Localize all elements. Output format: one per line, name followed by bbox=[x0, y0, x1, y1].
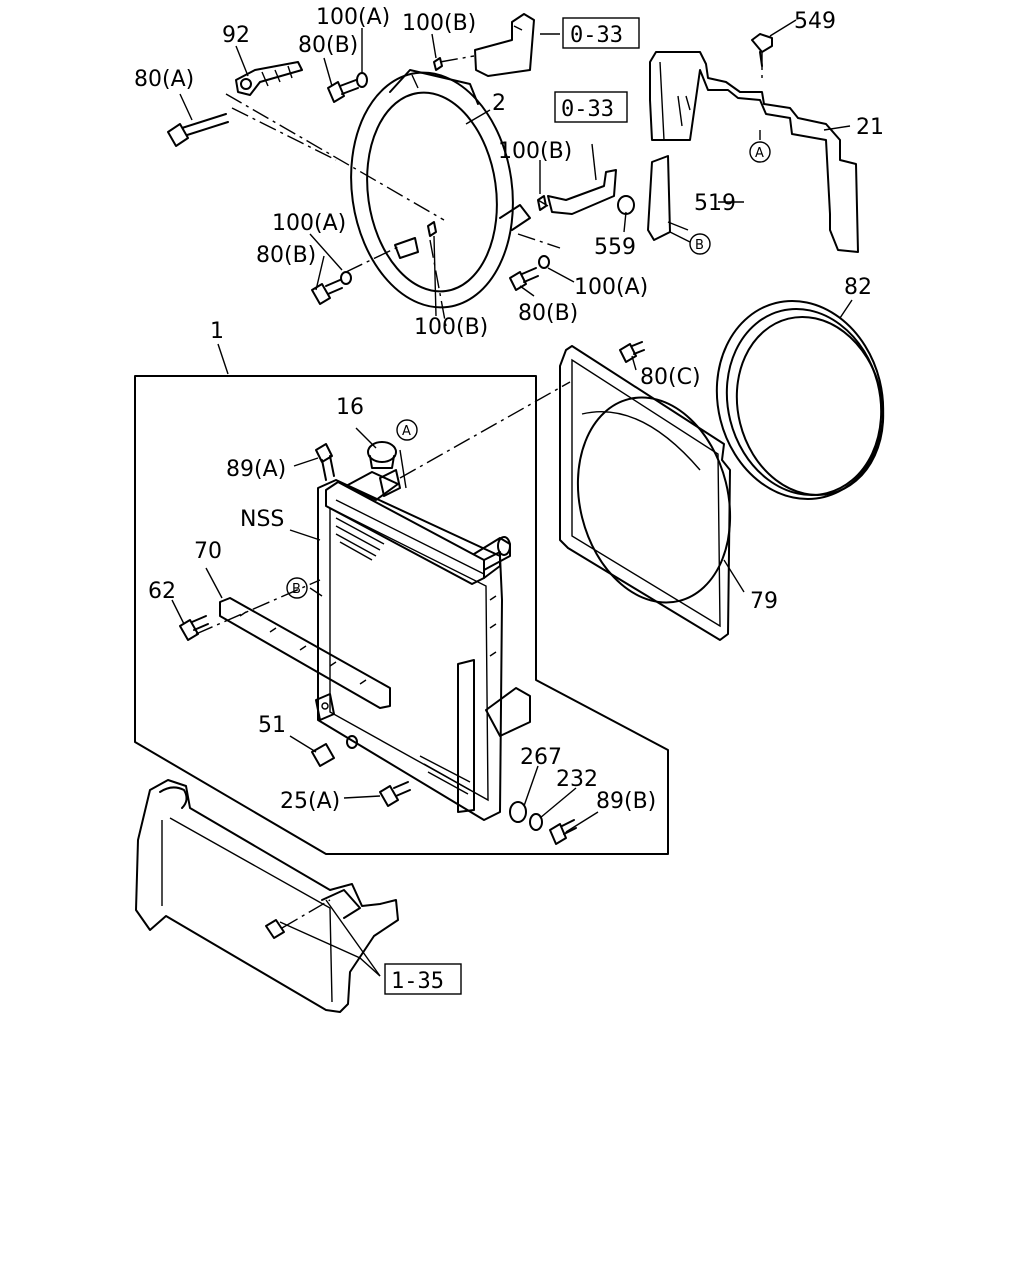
marker-b-bottom: B bbox=[286, 577, 308, 599]
ref-label-bottom[interactable]: 1-35 bbox=[391, 969, 444, 994]
radiator bbox=[315, 469, 531, 821]
label-nss[interactable]: NSS bbox=[240, 507, 284, 532]
leader-lines bbox=[171, 19, 853, 977]
bolt-80b-top bbox=[327, 72, 368, 103]
fan-ring bbox=[715, 299, 885, 501]
label-232[interactable]: 232 bbox=[556, 767, 598, 792]
middle-bracket bbox=[547, 169, 617, 215]
ref-label-top[interactable]: 0-33 bbox=[570, 23, 623, 48]
label-80b-top[interactable]: 80(B) bbox=[298, 33, 358, 58]
label-16[interactable]: 16 bbox=[336, 395, 364, 420]
ref-box-middle bbox=[554, 91, 628, 123]
bushing-267 bbox=[509, 801, 527, 823]
svg-text:B: B bbox=[695, 238, 704, 253]
pin-100b-top bbox=[433, 57, 443, 71]
bolt-80b-left bbox=[311, 271, 352, 305]
ref-label-middle[interactable]: 0-33 bbox=[561, 97, 614, 122]
part-labels: 92 100(A) 100(B) 80(B) 80(A) 2 100(B) 54… bbox=[134, 5, 884, 814]
bolt-80b-right bbox=[509, 255, 550, 291]
label-267[interactable]: 267 bbox=[520, 745, 562, 770]
label-80b-right[interactable]: 80(B) bbox=[518, 301, 578, 326]
label-559[interactable]: 559 bbox=[594, 235, 636, 260]
mount-bar-70 bbox=[219, 597, 391, 709]
svg-text:A: A bbox=[755, 146, 764, 161]
bolt-25a bbox=[379, 781, 411, 807]
bolt-80c bbox=[619, 341, 645, 363]
svg-text:A: A bbox=[402, 424, 411, 439]
label-100a-top[interactable]: 100(A) bbox=[316, 5, 390, 30]
label-519[interactable]: 519 bbox=[694, 191, 736, 216]
svg-text:B: B bbox=[292, 582, 301, 597]
label-62[interactable]: 62 bbox=[148, 579, 176, 604]
label-80c[interactable]: 80(C) bbox=[640, 365, 701, 390]
label-51[interactable]: 51 bbox=[258, 713, 286, 738]
label-92[interactable]: 92 bbox=[222, 23, 250, 48]
label-100b-top[interactable]: 100(B) bbox=[402, 11, 476, 36]
strap-bracket bbox=[235, 61, 303, 96]
label-549[interactable]: 549 bbox=[794, 9, 836, 34]
intercooler bbox=[135, 779, 399, 1013]
bolt-80a bbox=[167, 113, 229, 147]
ref-box-top bbox=[562, 17, 640, 49]
label-100a-left[interactable]: 100(A) bbox=[272, 211, 346, 236]
nut-559 bbox=[617, 195, 635, 215]
label-79[interactable]: 79 bbox=[750, 589, 778, 614]
assembly-outline bbox=[134, 375, 669, 855]
bolt-89a bbox=[315, 443, 335, 481]
label-82[interactable]: 82 bbox=[844, 275, 872, 300]
label-1[interactable]: 1 bbox=[210, 319, 224, 344]
bracket-519 bbox=[647, 155, 689, 241]
fan-shroud bbox=[559, 345, 732, 641]
side-shroud-panel bbox=[649, 51, 859, 253]
label-100a-right[interactable]: 100(A) bbox=[574, 275, 648, 300]
upper-bracket bbox=[474, 13, 535, 77]
label-70[interactable]: 70 bbox=[194, 539, 222, 564]
pin-100b-bottom bbox=[427, 221, 437, 237]
label-25a[interactable]: 25(A) bbox=[280, 789, 340, 814]
washer-232 bbox=[529, 813, 543, 831]
alignment-lines bbox=[195, 52, 763, 929]
label-100b-mid[interactable]: 100(B) bbox=[498, 139, 572, 164]
label-89a[interactable]: 89(A) bbox=[226, 457, 286, 482]
drain-plug-51 bbox=[311, 735, 358, 767]
label-80b-left[interactable]: 80(B) bbox=[256, 243, 316, 268]
marker-a-top: A bbox=[749, 141, 771, 163]
radiator-cap bbox=[367, 441, 397, 469]
label-80a[interactable]: 80(A) bbox=[134, 67, 194, 92]
bolt-62 bbox=[179, 615, 209, 641]
marker-a-bottom: A bbox=[396, 419, 418, 441]
fan-shroud-ring bbox=[350, 69, 531, 309]
marker-b-top: B bbox=[689, 233, 711, 255]
ref-box-bottom bbox=[384, 963, 462, 995]
bolt-89b bbox=[549, 819, 577, 845]
label-21[interactable]: 21 bbox=[856, 115, 884, 140]
label-89b[interactable]: 89(B) bbox=[596, 789, 656, 814]
label-2[interactable]: 2 bbox=[492, 91, 506, 116]
label-100b-bottom[interactable]: 100(B) bbox=[414, 315, 488, 340]
